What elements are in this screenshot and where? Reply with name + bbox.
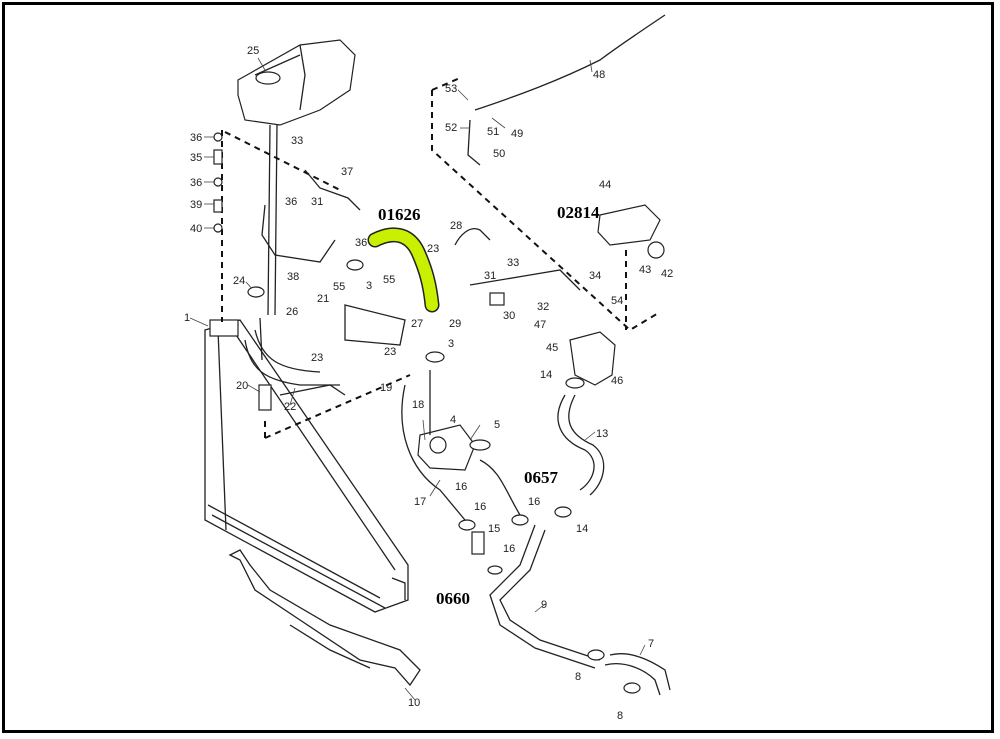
part-label: 23 bbox=[311, 352, 323, 364]
part-label: 43 bbox=[639, 264, 651, 276]
part-label: 54 bbox=[611, 295, 623, 307]
water-pump bbox=[417, 424, 490, 471]
part-label: 36 bbox=[285, 196, 297, 208]
part-label: 28 bbox=[450, 220, 462, 232]
radiator bbox=[204, 319, 409, 613]
part-label: 27 bbox=[411, 318, 423, 330]
thermostat-housing bbox=[569, 331, 616, 386]
part-label: 23 bbox=[384, 346, 396, 358]
pipe-32 bbox=[469, 269, 581, 291]
part-label: 4 bbox=[450, 414, 456, 426]
part-label: 19 bbox=[380, 382, 392, 394]
pipe-48 bbox=[474, 14, 666, 111]
part-label: 5 bbox=[494, 419, 500, 431]
part-label: 49 bbox=[511, 128, 523, 140]
part-label: 29 bbox=[449, 318, 461, 330]
part-label: 53 bbox=[445, 83, 457, 95]
part-label: 13 bbox=[596, 428, 608, 440]
part-label: 40 bbox=[190, 223, 202, 235]
expansion-tank bbox=[237, 39, 356, 316]
clamps bbox=[213, 132, 641, 694]
part-label: 38 bbox=[287, 271, 299, 283]
part-label: 55 bbox=[333, 281, 345, 293]
part-label: 16 bbox=[455, 481, 467, 493]
part-label: 16 bbox=[503, 543, 515, 555]
code-label-0660: 0660 bbox=[436, 589, 470, 608]
hose-17 bbox=[401, 384, 466, 521]
part-label: 14 bbox=[576, 523, 588, 535]
part-label: 36 bbox=[190, 132, 202, 144]
code-label-01626: 01626 bbox=[378, 205, 421, 224]
part-label: 9 bbox=[541, 599, 547, 611]
part-label: 48 bbox=[593, 69, 605, 81]
part-label: 21 bbox=[317, 293, 329, 305]
part-label: 36 bbox=[190, 177, 202, 189]
part-label: 39 bbox=[190, 199, 202, 211]
part-label: 45 bbox=[546, 342, 558, 354]
part-label: 32 bbox=[537, 301, 549, 313]
part-label: 25 bbox=[247, 45, 259, 57]
part-label: 20 bbox=[236, 380, 248, 392]
code-label-0657: 0657 bbox=[524, 468, 559, 487]
part-label: 22 bbox=[284, 401, 296, 413]
highlighted-hose-01626 bbox=[369, 228, 438, 311]
lower-manifold bbox=[244, 304, 406, 411]
part-label: 35 bbox=[190, 152, 202, 164]
part-label: 47 bbox=[534, 319, 546, 331]
part-label: 16 bbox=[474, 501, 486, 513]
part-label: 36 bbox=[355, 237, 367, 249]
hose-38 bbox=[261, 204, 336, 263]
part-label: 23 bbox=[427, 243, 439, 255]
part-label: 7 bbox=[648, 638, 654, 650]
part-label: 14 bbox=[540, 369, 552, 381]
part-label: 31 bbox=[484, 270, 496, 282]
outlet-housing-02814 bbox=[597, 204, 661, 246]
hose-13 bbox=[557, 394, 595, 491]
part-label: 18 bbox=[412, 399, 424, 411]
dashed-outlines bbox=[221, 77, 661, 439]
part-label: 15 bbox=[488, 523, 500, 535]
part-label: 16 bbox=[528, 496, 540, 508]
part-label: 1 bbox=[184, 312, 190, 324]
part-label: 33 bbox=[507, 257, 519, 269]
part-label: 17 bbox=[414, 496, 426, 508]
part-label: 3 bbox=[366, 280, 372, 292]
part-label: 31 bbox=[311, 196, 323, 208]
part-label: 52 bbox=[445, 122, 457, 134]
pipe-9 bbox=[489, 524, 601, 669]
pipe-37 bbox=[304, 169, 361, 211]
part-label: 50 bbox=[493, 148, 505, 160]
part-label: 3 bbox=[448, 338, 454, 350]
part-label: 8 bbox=[575, 671, 581, 683]
part-label: 33 bbox=[291, 135, 303, 147]
part-label: 26 bbox=[286, 306, 298, 318]
lower-bracket bbox=[228, 549, 421, 687]
part-label: 37 bbox=[341, 166, 353, 178]
part-label: 55 bbox=[383, 274, 395, 286]
hose-0657 bbox=[479, 459, 521, 516]
code-label-02814: 02814 bbox=[557, 203, 600, 222]
part-label: 44 bbox=[599, 179, 611, 191]
part-label: 24 bbox=[233, 275, 245, 287]
part-label: 46 bbox=[611, 375, 623, 387]
part-label: 10 bbox=[408, 697, 420, 709]
part-label: 30 bbox=[503, 310, 515, 322]
part-label: 34 bbox=[589, 270, 601, 282]
part-label: 42 bbox=[661, 268, 673, 280]
part-label: 51 bbox=[487, 126, 499, 138]
hose-7 bbox=[609, 653, 671, 691]
part-label: 8 bbox=[617, 710, 623, 722]
